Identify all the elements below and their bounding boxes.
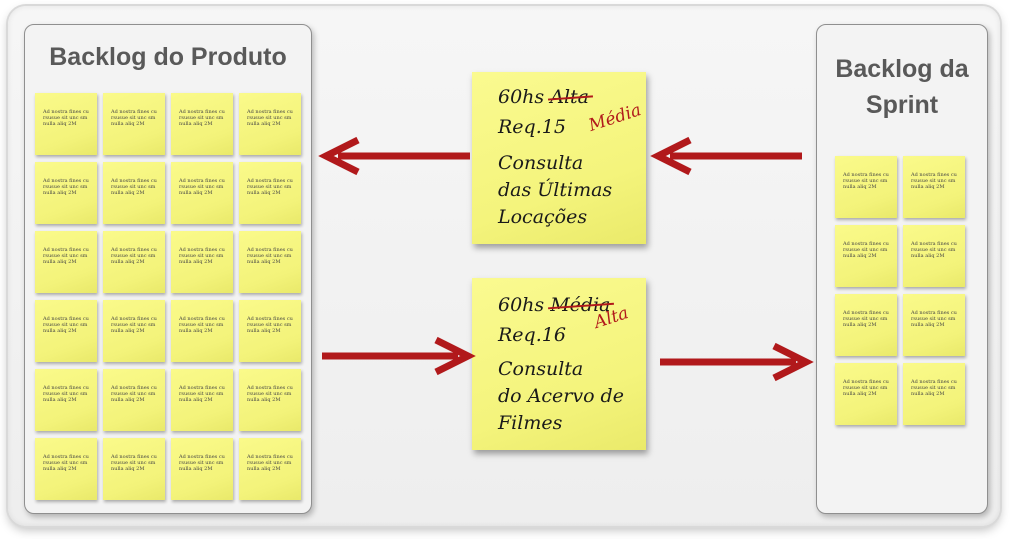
product-backlog-sticky-note: Ad nostra fines cursusue sit unc sm null… [239,162,301,224]
sticky-note-scribble: Ad nostra fines cursusue sit unc sm null… [247,316,293,334]
sprint-backlog-notes: Ad nostra fines cursusue sit unc sm null… [835,156,965,425]
sprint-backlog-title-line2: Sprint [865,91,939,119]
arrow-card-top-to-product [318,136,470,176]
sticky-note-scribble: Ad nostra fines cursusue sit unc sm null… [911,241,957,259]
card-new-priority: Média [586,100,644,136]
sticky-note-scribble: Ad nostra fines cursusue sit unc sm null… [247,109,293,127]
sticky-note-scribble: Ad nostra fines cursusue sit unc sm null… [111,178,157,196]
sprint-backlog-sticky-note: Ad nostra fines cursusue sit unc sm null… [835,363,897,425]
card-title-line2: do Acervo de [498,385,624,407]
sticky-note-scribble: Ad nostra fines cursusue sit unc sm null… [247,247,293,265]
product-backlog-panel: Backlog do Produto Ad nostra fines cursu… [24,24,312,514]
sticky-note-scribble: Ad nostra fines cursusue sit unc sm null… [843,379,889,397]
sticky-note-scribble: Ad nostra fines cursusue sit unc sm null… [843,241,889,259]
sticky-note-scribble: Ad nostra fines cursusue sit unc sm null… [179,316,225,334]
product-backlog-title: Backlog do Produto [49,43,287,71]
sticky-note-scribble: Ad nostra fines cursusue sit unc sm null… [111,109,157,127]
product-backlog-sticky-note: Ad nostra fines cursusue sit unc sm null… [239,300,301,362]
sticky-note-scribble: Ad nostra fines cursusue sit unc sm null… [111,247,157,265]
sticky-note-scribble: Ad nostra fines cursusue sit unc sm null… [179,385,225,403]
product-backlog-sticky-note: Ad nostra fines cursusue sit unc sm null… [103,231,165,293]
card-title-line3: Filmes [498,412,563,434]
arrow-product-to-card-bottom [322,336,476,376]
sticky-note-scribble: Ad nostra fines cursusue sit unc sm null… [43,385,89,403]
product-backlog-sticky-note: Ad nostra fines cursusue sit unc sm null… [35,369,97,431]
product-backlog-sticky-note: Ad nostra fines cursusue sit unc sm null… [171,300,233,362]
product-backlog-sticky-note: Ad nostra fines cursusue sit unc sm null… [35,162,97,224]
arrow-sprint-to-card-top [650,136,802,176]
sticky-note-scribble: Ad nostra fines cursusue sit unc sm null… [247,454,293,472]
card-old-priority: Alta [550,86,589,108]
product-backlog-sticky-note: Ad nostra fines cursusue sit unc sm null… [171,438,233,500]
card-old-priority: Média [550,294,611,316]
product-backlog-sticky-note: Ad nostra fines cursusue sit unc sm null… [103,369,165,431]
product-backlog-sticky-note: Ad nostra fines cursusue sit unc sm null… [35,438,97,500]
card-title-line3: Locações [498,206,588,228]
sticky-note-scribble: Ad nostra fines cursusue sit unc sm null… [111,454,157,472]
sticky-note-scribble: Ad nostra fines cursusue sit unc sm null… [111,385,157,403]
product-backlog-sticky-note: Ad nostra fines cursusue sit unc sm null… [35,93,97,155]
sticky-note-scribble: Ad nostra fines cursusue sit unc sm null… [43,247,89,265]
sticky-note-scribble: Ad nostra fines cursusue sit unc sm null… [179,454,225,472]
sprint-backlog-sticky-note: Ad nostra fines cursusue sit unc sm null… [903,294,965,356]
sticky-note-scribble: Ad nostra fines cursusue sit unc sm null… [911,172,957,190]
sprint-backlog-sticky-note: Ad nostra fines cursusue sit unc sm null… [835,156,897,218]
sticky-note-scribble: Ad nostra fines cursusue sit unc sm null… [911,379,957,397]
sticky-note-scribble: Ad nostra fines cursusue sit unc sm null… [43,454,89,472]
product-backlog-sticky-note: Ad nostra fines cursusue sit unc sm null… [239,438,301,500]
card-hours: 60hs [498,294,545,316]
sticky-note-scribble: Ad nostra fines cursusue sit unc sm null… [843,172,889,190]
card-title-line1: Consulta [498,358,584,380]
story-card-req15: 60hs Alta Média Req.15 Consulta das Últi… [472,72,646,244]
sticky-note-scribble: Ad nostra fines cursusue sit unc sm null… [911,310,957,328]
sticky-note-scribble: Ad nostra fines cursusue sit unc sm null… [247,385,293,403]
sticky-note-scribble: Ad nostra fines cursusue sit unc sm null… [43,178,89,196]
product-backlog-sticky-note: Ad nostra fines cursusue sit unc sm null… [171,162,233,224]
product-backlog-sticky-note: Ad nostra fines cursusue sit unc sm null… [35,300,97,362]
product-backlog-sticky-note: Ad nostra fines cursusue sit unc sm null… [239,231,301,293]
card-title-line1: Consulta [498,152,584,174]
sticky-note-scribble: Ad nostra fines cursusue sit unc sm null… [43,316,89,334]
product-backlog-sticky-note: Ad nostra fines cursusue sit unc sm null… [35,231,97,293]
product-backlog-sticky-note: Ad nostra fines cursusue sit unc sm null… [103,93,165,155]
sprint-backlog-sticky-note: Ad nostra fines cursusue sit unc sm null… [835,225,897,287]
sticky-note-scribble: Ad nostra fines cursusue sit unc sm null… [179,247,225,265]
sticky-note-scribble: Ad nostra fines cursusue sit unc sm null… [247,178,293,196]
sprint-backlog-sticky-note: Ad nostra fines cursusue sit unc sm null… [903,225,965,287]
product-backlog-sticky-note: Ad nostra fines cursusue sit unc sm null… [103,162,165,224]
product-backlog-sticky-note: Ad nostra fines cursusue sit unc sm null… [239,369,301,431]
story-card-req16: 60hs Média Alta Req.16 Consulta do Acerv… [472,278,646,450]
product-backlog-sticky-note: Ad nostra fines cursusue sit unc sm null… [171,369,233,431]
sticky-note-scribble: Ad nostra fines cursusue sit unc sm null… [43,109,89,127]
card-req: Req.16 [498,324,566,346]
card-hours: 60hs [498,86,545,108]
card-req: Req.15 [498,116,566,138]
product-backlog-sticky-note: Ad nostra fines cursusue sit unc sm null… [103,438,165,500]
sprint-backlog-panel: Backlog da Sprint Ad nostra fines cursus… [816,24,988,514]
product-backlog-sticky-note: Ad nostra fines cursusue sit unc sm null… [171,93,233,155]
card-title-line2: das Últimas [498,179,613,201]
product-backlog-sticky-note: Ad nostra fines cursusue sit unc sm null… [239,93,301,155]
sticky-note-scribble: Ad nostra fines cursusue sit unc sm null… [843,310,889,328]
sprint-backlog-sticky-note: Ad nostra fines cursusue sit unc sm null… [835,294,897,356]
product-backlog-sticky-note: Ad nostra fines cursusue sit unc sm null… [171,231,233,293]
sticky-note-scribble: Ad nostra fines cursusue sit unc sm null… [111,316,157,334]
product-backlog-notes: Ad nostra fines cursusue sit unc sm null… [35,93,301,500]
sprint-backlog-title-line1: Backlog da [835,55,969,83]
sticky-note-scribble: Ad nostra fines cursusue sit unc sm null… [179,109,225,127]
sprint-backlog-sticky-note: Ad nostra fines cursusue sit unc sm null… [903,363,965,425]
product-backlog-sticky-note: Ad nostra fines cursusue sit unc sm null… [103,300,165,362]
arrow-card-bottom-to-sprint [660,342,814,382]
sticky-note-scribble: Ad nostra fines cursusue sit unc sm null… [179,178,225,196]
sprint-backlog-sticky-note: Ad nostra fines cursusue sit unc sm null… [903,156,965,218]
